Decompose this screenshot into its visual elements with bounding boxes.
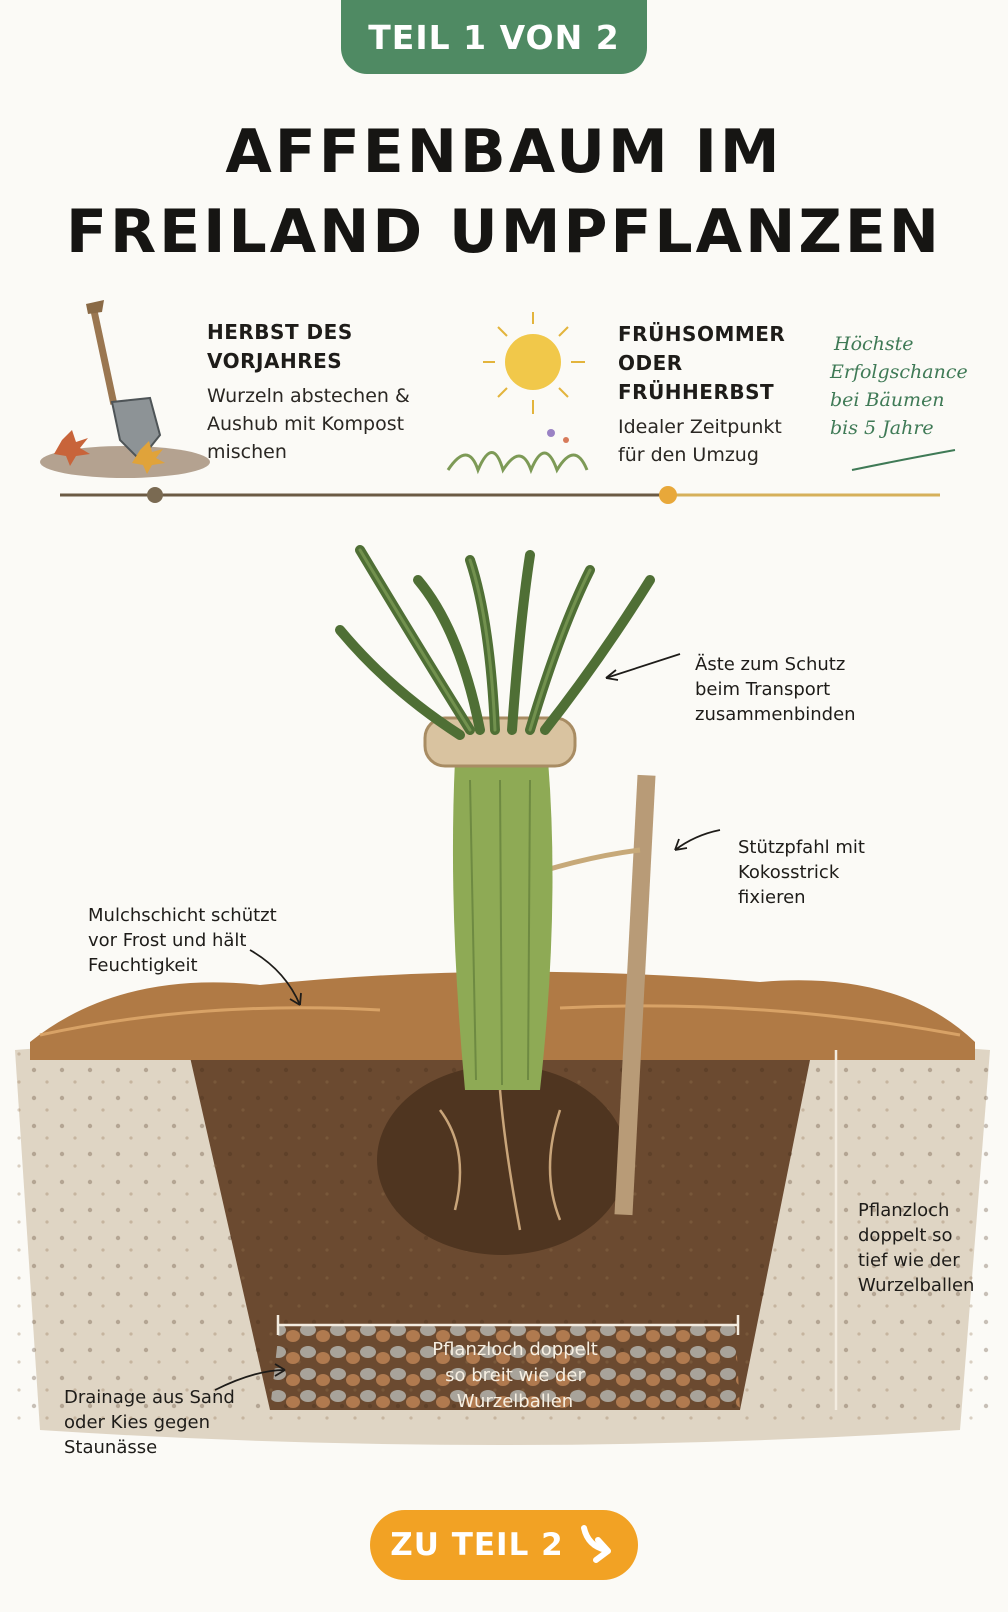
annotation-drainage-line-3: Staunässe xyxy=(64,1437,158,1458)
step-autumn: HERBST DES VORJAHRES Wurzeln abstechen &… xyxy=(207,318,447,466)
annotation-stake-line-1: Stützpfahl mit xyxy=(738,837,865,858)
annotation-stake-line-2: Kokosstrick xyxy=(738,862,840,883)
title-line-2: FREILAND UMPFLANZEN xyxy=(65,197,943,267)
step-summer-text: Idealer Zeitpunkt für den Umzug xyxy=(618,413,818,469)
sun-icon xyxy=(446,312,589,475)
part-badge: TEIL 1 VON 2 xyxy=(341,0,647,74)
root-ball xyxy=(377,1065,627,1255)
annotation-branches-line-3: zusammenbinden xyxy=(695,704,856,725)
step-summer-heading-line-3: FRÜHHERBST xyxy=(618,380,775,404)
success-note-line-4: bis 5 Jahre xyxy=(830,417,934,439)
annotation-branches: Äste zum Schutz beim Transport zusammenb… xyxy=(695,652,856,727)
annotation-branches-line-2: beim Transport xyxy=(695,679,831,700)
title-line-1: AFFENBAUM IM xyxy=(225,117,783,187)
step-summer-heading: FRÜHSOMMER ODER FRÜHHERBST xyxy=(618,320,818,407)
step-summer-text-line-1: Idealer Zeitpunkt xyxy=(618,416,782,438)
timeline-illustrations xyxy=(40,300,956,504)
drainage-layer xyxy=(270,1320,740,1410)
step-autumn-text-line-2: Aushub mit Kompost xyxy=(207,413,405,435)
next-part-label: ZU TEIL 2 xyxy=(390,1527,564,1563)
annotation-depth-line-3: tief wie der xyxy=(858,1250,960,1271)
annotation-stake-line-3: fixieren xyxy=(738,887,806,908)
step-autumn-text: Wurzeln abstechen & Aushub mit Kompost m… xyxy=(207,382,447,466)
annotation-width-line-3: Wurzelballen xyxy=(456,1391,574,1412)
annotation-branches-line-1: Äste zum Schutz xyxy=(695,654,846,675)
tree-trunk xyxy=(452,760,553,1090)
annotation-drainage: Drainage aus Sand oder Kies gegen Staunä… xyxy=(64,1385,235,1460)
arrow-stake xyxy=(674,829,721,851)
annotation-mulch-line-1: Mulchschicht schützt xyxy=(88,905,277,926)
success-note: Höchste Erfolgschance bei Bäumen bis 5 J… xyxy=(830,330,1000,442)
annotation-stake: Stützpfahl mit Kokosstrick fixieren xyxy=(738,835,865,910)
step-summer-heading-line-2: ODER xyxy=(618,351,683,375)
annotation-depth-line-2: doppelt so xyxy=(858,1225,953,1246)
page-title: AFFENBAUM IM FREILAND UMPFLANZEN xyxy=(0,112,1008,272)
success-note-line-1: Höchste xyxy=(834,333,914,355)
success-note-line-2: Erfolgschance xyxy=(830,361,968,383)
annotation-mulch: Mulchschicht schützt vor Frost und hält … xyxy=(88,903,277,978)
annotation-mulch-line-2: vor Frost und hält xyxy=(88,930,247,951)
arrow-branches xyxy=(605,653,681,679)
annotation-width: Pflanzloch doppelt so breit wie der Wurz… xyxy=(400,1337,630,1415)
step-autumn-text-line-3: mischen xyxy=(207,441,287,463)
arrow-down-right-icon xyxy=(580,1525,611,1563)
annotation-mulch-line-3: Feuchtigkeit xyxy=(88,955,198,976)
next-part-button[interactable]: ZU TEIL 2 xyxy=(370,1510,638,1580)
shovel-icon xyxy=(40,300,210,478)
step-autumn-text-line-1: Wurzeln abstechen & xyxy=(207,385,410,407)
step-summer-text-line-2: für den Umzug xyxy=(618,444,759,466)
step-summer: FRÜHSOMMER ODER FRÜHHERBST Idealer Zeitp… xyxy=(618,320,818,469)
annotation-depth-line-4: Wurzelballen xyxy=(858,1275,975,1296)
step-autumn-heading: HERBST DES VORJAHRES xyxy=(207,318,447,376)
step-autumn-heading-line-2: VORJAHRES xyxy=(207,349,343,373)
planting-illustration xyxy=(15,545,990,1445)
step-autumn-heading-line-1: HERBST DES xyxy=(207,320,353,344)
step-summer-heading-line-1: FRÜHSOMMER xyxy=(618,322,786,346)
success-note-line-3: bei Bäumen xyxy=(830,389,945,411)
annotation-width-line-2: so breit wie der xyxy=(445,1365,585,1386)
branch-binding-rope xyxy=(423,716,577,768)
annotation-drainage-line-1: Drainage aus Sand xyxy=(64,1387,235,1408)
annotation-width-line-1: Pflanzloch doppelt xyxy=(432,1339,598,1360)
arrow-mulch xyxy=(249,949,301,1006)
annotation-drainage-line-2: oder Kies gegen xyxy=(64,1412,211,1433)
support-stake xyxy=(614,774,656,1216)
annotation-depth: Pflanzloch doppelt so tief wie der Wurze… xyxy=(858,1198,974,1298)
arrow-drainage xyxy=(214,1369,286,1391)
annotation-depth-line-1: Pflanzloch xyxy=(858,1200,950,1221)
